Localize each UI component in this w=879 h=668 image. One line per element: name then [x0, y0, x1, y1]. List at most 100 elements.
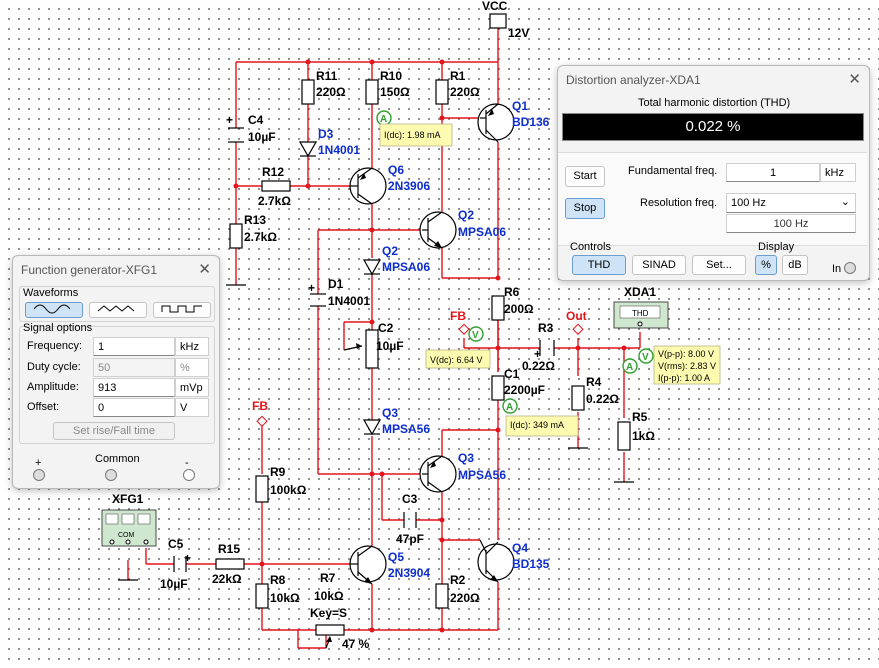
svg-text:Q3: Q3 — [382, 406, 398, 420]
square-wave-button[interactable] — [153, 302, 211, 318]
svg-text:R13: R13 — [244, 213, 266, 227]
capacitor-c5[interactable]: + C5 10µF — [160, 537, 191, 591]
capacitor-c1[interactable]: + R3 0.22Ω — [522, 321, 555, 373]
current-probe-r4[interactable]: A I(dc): 349 mA — [502, 398, 579, 437]
svg-text:1N4001: 1N4001 — [328, 294, 370, 308]
output-probe[interactable]: A V V(p-p): 8.00 V V(rms): 2.83 V I(p-p)… — [622, 345, 721, 385]
resistor-r11[interactable]: R11 220Ω — [301, 69, 346, 105]
distortion-analyzer-window[interactable]: Distortion analyzer-XDA1 ✕ Total harmoni… — [557, 65, 870, 281]
svg-text:Q1: Q1 — [512, 99, 528, 113]
resistor-r3[interactable]: R6 200Ω — [491, 285, 534, 321]
minus-terminal[interactable] — [183, 469, 195, 481]
square-wave-icon — [161, 305, 202, 313]
thd-mode-button[interactable]: THD — [572, 255, 626, 275]
resolution-freq-select[interactable]: 100 Hz ⌄ — [726, 193, 856, 213]
common-terminal-label: Common — [95, 453, 140, 465]
resistor-r5[interactable]: R4 0.22Ω — [571, 375, 619, 411]
svg-text:150Ω: 150Ω — [380, 85, 410, 99]
transistor-q2[interactable]: R13 Q2 MPSA06 MPSA06 — [419, 208, 506, 249]
frequency-label: Frequency: — [27, 340, 83, 352]
svg-text:10µF: 10µF — [248, 130, 276, 144]
resistor-r12[interactable]: R12 2.7kΩ — [258, 165, 291, 208]
common-terminal[interactable] — [105, 469, 117, 481]
distortion-analyzer-instrument[interactable]: XDA1 THD — [613, 285, 669, 329]
resistor-r10[interactable]: R10 150Ω — [365, 69, 410, 105]
duty-cycle-input[interactable]: 50 — [93, 358, 175, 377]
svg-text:A: A — [626, 362, 633, 373]
set-rise-fall-button[interactable]: Set rise/Fall time — [53, 422, 175, 440]
capacitor-c3[interactable]: C3 47pF — [396, 492, 424, 546]
sine-wave-button[interactable] — [25, 302, 83, 318]
fundamental-freq-input[interactable]: 1 — [726, 163, 820, 182]
capacitor-c2[interactable]: + D1 1N4001 — [308, 277, 370, 308]
amplitude-unit[interactable]: mVp — [175, 378, 209, 397]
plus-terminal[interactable] — [33, 469, 45, 481]
transistor-q1[interactable]: Q1 BD136 — [477, 99, 550, 143]
transistor-q4[interactable]: Q4 BD135 — [477, 539, 550, 583]
resistor-r4[interactable]: C1 2200µF — [491, 367, 545, 401]
close-icon[interactable]: ✕ — [848, 71, 861, 88]
start-button[interactable]: Start — [565, 166, 605, 187]
thd-value: 0.022 % — [685, 118, 741, 135]
db-display-button[interactable]: dB — [782, 255, 808, 275]
triangle-wave-button[interactable] — [89, 302, 147, 318]
frequency-unit[interactable]: kHz — [175, 337, 209, 356]
stop-button[interactable]: Stop — [565, 198, 605, 219]
svg-text:V(rms): 2.83 V: V(rms): 2.83 V — [658, 361, 716, 371]
sinad-mode-button[interactable]: SINAD — [632, 255, 686, 275]
transistor-q6[interactable]: Q6 2N3906 — [349, 163, 430, 205]
diode-d3[interactable]: D3 1N4001 — [298, 127, 360, 158]
close-icon[interactable]: ✕ — [198, 261, 211, 278]
resistor-r14[interactable]: R5 1kΩ — [617, 410, 655, 451]
offset-unit[interactable]: V — [175, 398, 209, 417]
potentiometer-r7[interactable]: R7 10kΩ Key=S 47 % — [310, 571, 370, 651]
frequency-input[interactable]: 1 — [93, 337, 175, 356]
svg-text:C3: C3 — [402, 492, 418, 506]
amplitude-label: Amplitude: — [27, 381, 79, 393]
svg-text:10µF: 10µF — [160, 577, 188, 591]
offset-input[interactable]: 0 — [93, 398, 175, 417]
net-label-fb-left[interactable]: FB — [252, 399, 268, 427]
function-generator-titlebar[interactable]: Function generator-XFG1 ✕ — [13, 256, 219, 284]
resistor-r15[interactable]: R15 22kΩ — [212, 542, 245, 586]
current-probe-r10[interactable]: A I(dc): 1.98 mA — [376, 110, 453, 147]
resistor-r1[interactable]: R1 220Ω — [435, 69, 480, 105]
chevron-down-icon[interactable]: ⌄ — [840, 196, 850, 208]
vcc-source[interactable]: VCC 12V — [482, 0, 529, 40]
function-generator-instrument[interactable]: XFG1 COM — [101, 492, 157, 547]
capacitor-c4[interactable]: + C4 10µF — [226, 113, 276, 144]
diode-d2[interactable]: Q3 MPSA56 — [362, 406, 430, 436]
diode-d1[interactable]: Q2 MPSA06 — [362, 244, 430, 276]
transistor-q5[interactable]: Q5 2N3904 — [349, 545, 430, 585]
net-label-out[interactable]: Out — [566, 309, 587, 335]
function-generator-window[interactable]: Function generator-XFG1 ✕ Waveforms Sign… — [12, 255, 220, 489]
resolution-freq-readout: 100 Hz — [726, 214, 856, 233]
svg-text:Key=S: Key=S — [310, 606, 347, 620]
voltage-probe-fb[interactable]: V V(dc): 6.64 V — [425, 326, 491, 369]
svg-text:R1: R1 — [450, 69, 466, 83]
set-button[interactable]: Set... — [692, 255, 746, 275]
resistor-r8[interactable]: R8 10kΩ — [255, 573, 300, 609]
net-label-fb-right[interactable]: FB — [450, 309, 470, 335]
amplitude-input[interactable]: 913 — [93, 378, 175, 397]
fundamental-freq-unit[interactable]: kHz — [820, 163, 856, 182]
percent-display-button[interactable]: % — [755, 255, 777, 275]
svg-text:MPSA06: MPSA06 — [382, 260, 430, 274]
resistor-r2[interactable]: R2 220Ω — [435, 573, 480, 609]
svg-text:2N3904: 2N3904 — [388, 566, 430, 580]
input-terminal[interactable] — [844, 262, 856, 274]
resistor-r13[interactable]: R13 2.7kΩ — [229, 213, 277, 249]
distortion-analyzer-titlebar[interactable]: Distortion analyzer-XDA1 ✕ — [558, 66, 869, 94]
potentiometer-r6[interactable]: C2 10µF — [343, 321, 404, 369]
svg-text:22kΩ: 22kΩ — [212, 572, 242, 586]
svg-text:D1: D1 — [328, 277, 344, 291]
resistor-r9[interactable]: R9 100kΩ — [255, 465, 307, 503]
svg-text:200Ω: 200Ω — [504, 302, 534, 316]
svg-text:FB: FB — [252, 399, 268, 413]
svg-text:C5: C5 — [168, 537, 184, 551]
svg-text:2N3906: 2N3906 — [388, 179, 430, 193]
transistor-q3[interactable]: R9 Q3 MPSA56 — [419, 451, 506, 493]
duty-cycle-unit[interactable]: % — [175, 358, 209, 377]
svg-text:100kΩ: 100kΩ — [270, 483, 307, 497]
